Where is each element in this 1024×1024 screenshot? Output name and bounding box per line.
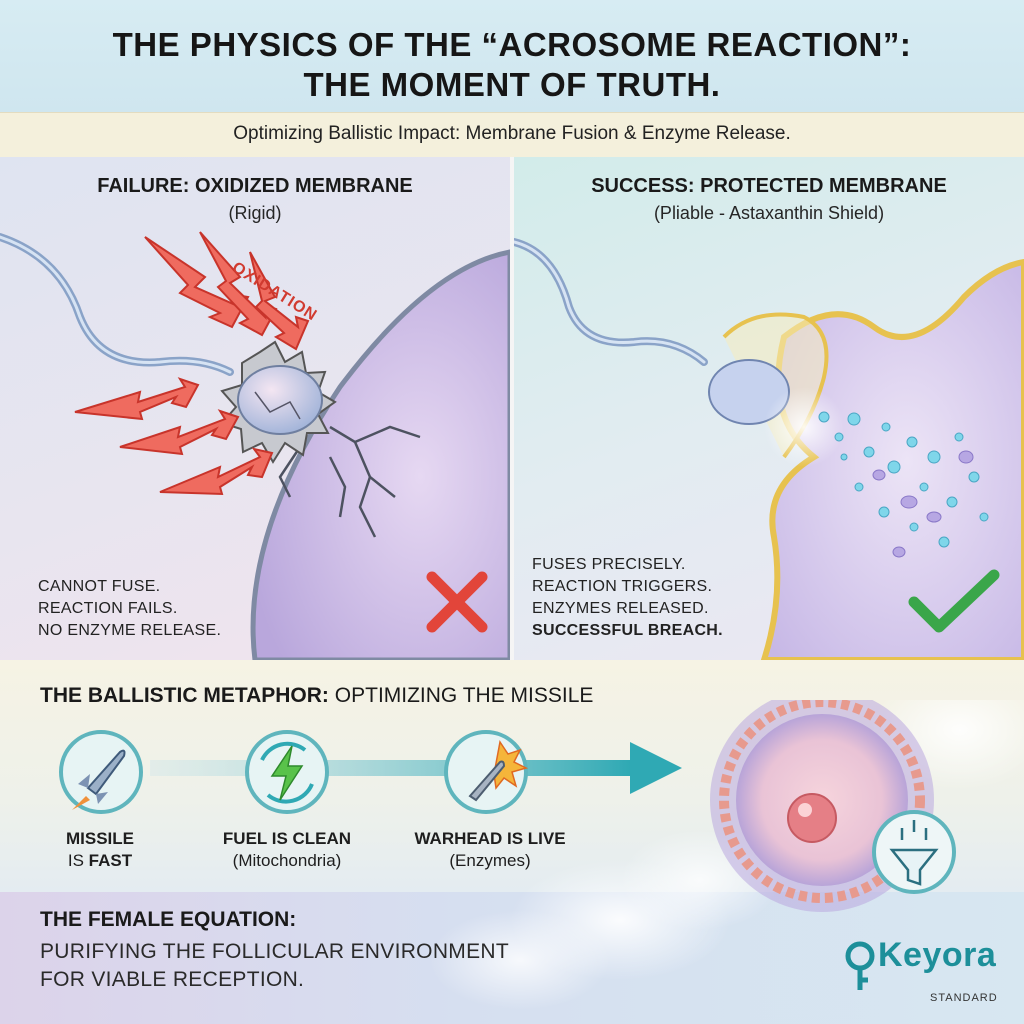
warhead-explosion-icon [444, 730, 529, 814]
success-line-1: FUSES PRECISELY. [532, 556, 686, 573]
brand-name: Keyora [878, 936, 997, 974]
panel-divider [510, 157, 514, 660]
membrane-cracks [278, 425, 421, 538]
filter-funnel-icon [872, 810, 956, 894]
x-mark-icon [426, 571, 488, 633]
success-panel: SUCCESS: PROTECTED MEMBRANE (Pliable - A… [514, 157, 1024, 660]
check-mark-icon [908, 569, 1000, 633]
success-line-3: ENZYMES RELEASED. [532, 600, 709, 617]
title-line-2: THE MOMENT OF TRUTH. [303, 66, 721, 103]
failure-line-2: REACTION FAILS. [38, 600, 178, 617]
title-line-1: THE PHYSICS OF THE “ACROSOME REACTION”: [112, 26, 912, 63]
missile-caption: MISSILE IS FAST [65, 829, 134, 870]
brand-key-icon [845, 941, 875, 990]
fuel-caption: FUEL IS CLEAN (Mitochondria) [222, 829, 352, 870]
success-title: SUCCESS: PROTECTED MEMBRANE [591, 175, 947, 197]
rocket-icon [59, 730, 143, 814]
nucleus [787, 793, 837, 843]
flow-arrow-head [630, 742, 682, 794]
fusion-glow [764, 387, 844, 467]
failure-illustration [0, 231, 510, 660]
egg-cell [250, 249, 510, 660]
failure-panel: FAILURE: OXIDIZED MEMBRANE (Rigid) OXIDA… [0, 157, 510, 660]
warhead-caption: WARHEAD IS LIVE (Enzymes) [414, 829, 566, 870]
sperm-tail [0, 233, 234, 376]
lightning-recycle-icon [245, 730, 329, 814]
subtitle: Optimizing Ballistic Impact: Membrane Fu… [233, 123, 791, 144]
success-line-4: SUCCESSFUL BREACH. [532, 622, 723, 639]
header-band [0, 0, 1024, 112]
success-subtitle: (Pliable - Astaxanthin Shield) [653, 203, 885, 223]
success-illustration [514, 238, 1024, 660]
enzyme-particles [818, 411, 989, 548]
failure-line-3: NO ENZYME RELEASE. [38, 622, 222, 639]
metaphor-title: THE BALLISTIC METAPHOR: OPTIMIZING THE M… [40, 684, 594, 707]
failure-title: FAILURE: OXIDIZED MEMBRANE [97, 175, 413, 197]
female-equation-title: THE FEMALE EQUATION: [40, 908, 297, 931]
flow-arrow-shaft [150, 760, 630, 776]
metaphor-illustration [59, 700, 1024, 1010]
sperm-head [237, 365, 323, 435]
sperm-tail [514, 238, 708, 366]
failure-subtitle: (Rigid) [228, 203, 282, 223]
oxidation-arrows [74, 231, 310, 496]
success-line-2: REACTION TRIGGERS. [532, 578, 713, 595]
failure-line-1: CANNOT FUSE. [38, 578, 161, 595]
brand-tagline: STANDARD [930, 992, 998, 1004]
female-equation-line-1: PURIFYING THE FOLLICULAR ENVIRONMENT [40, 940, 509, 963]
female-equation-line-2: FOR VIABLE RECEPTION. [40, 968, 305, 991]
subtitle-band [0, 112, 1024, 158]
